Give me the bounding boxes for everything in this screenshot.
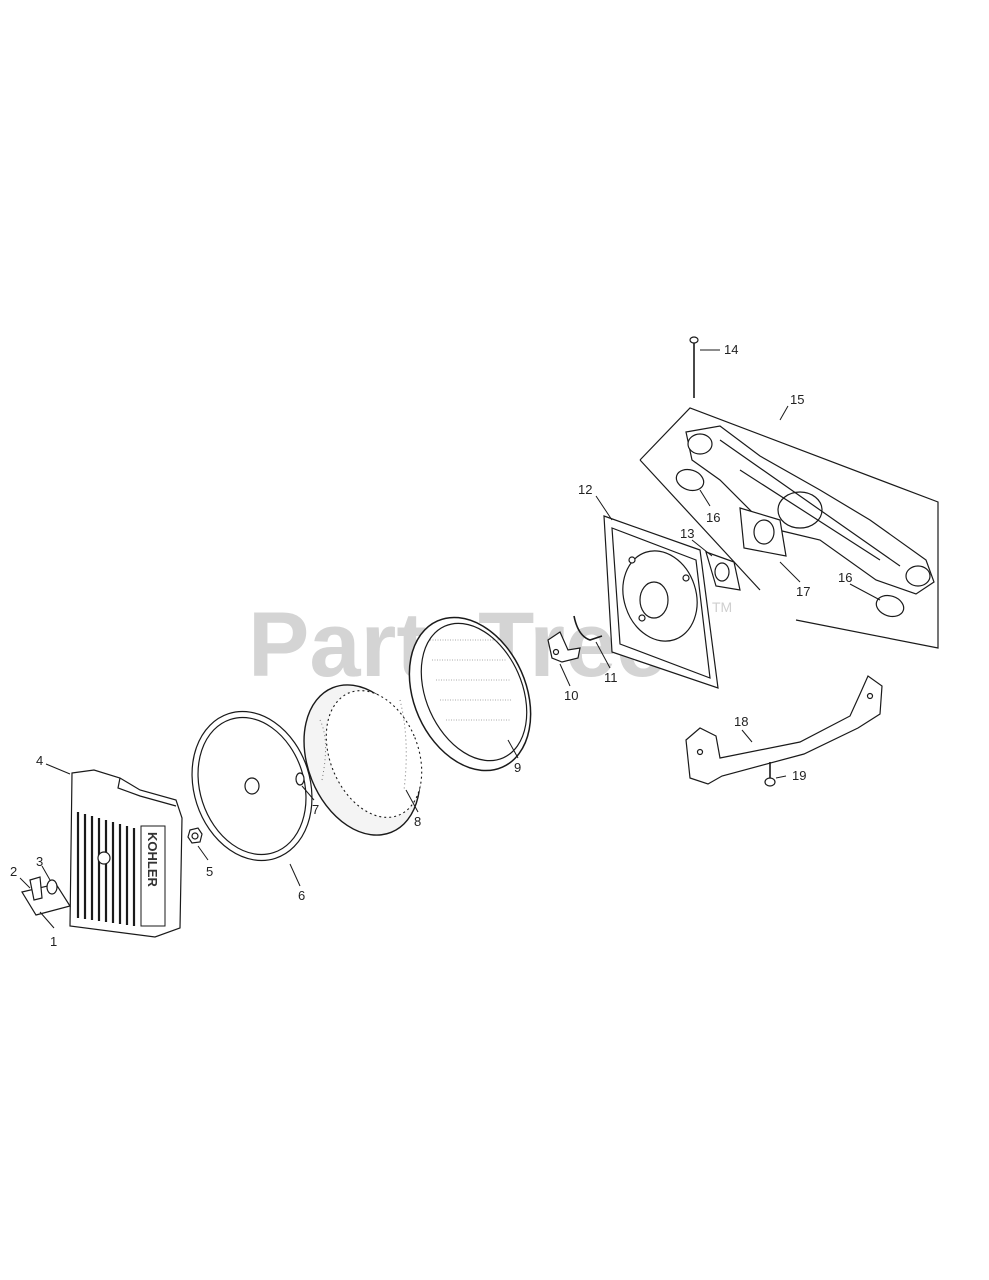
part-16-o-ring-lower[interactable]	[874, 592, 907, 620]
part-1-knob-assembly[interactable]	[21, 876, 71, 916]
part-14-bolt[interactable]	[689, 336, 699, 398]
part-8-precleaner[interactable]	[283, 667, 442, 852]
part-18-bracket[interactable]	[685, 675, 883, 785]
part-10-bracket[interactable]	[547, 631, 581, 663]
callout-10: 10	[564, 688, 578, 703]
part-16-o-ring-upper[interactable]	[674, 466, 707, 494]
callout-16-upper: 16	[706, 510, 720, 525]
callout-13: 13	[680, 526, 694, 541]
part-11-clip[interactable]	[573, 615, 603, 641]
callout-18: 18	[734, 714, 748, 729]
part-9-filter-element[interactable]	[386, 598, 553, 790]
callout-4: 4	[36, 753, 43, 768]
part-15-intake-manifold[interactable]	[639, 407, 939, 649]
callout-15: 15	[790, 392, 804, 407]
callout-8: 8	[414, 814, 421, 829]
part-7-seal[interactable]	[295, 772, 305, 786]
callout-7: 7	[312, 802, 319, 817]
callout-1: 1	[50, 934, 57, 949]
callout-12: 12	[578, 482, 592, 497]
part-13-gasket[interactable]	[705, 551, 741, 591]
callout-19: 19	[792, 768, 806, 783]
callout-17: 17	[796, 584, 810, 599]
part-17-gasket[interactable]	[739, 507, 787, 557]
callout-11: 11	[604, 670, 618, 685]
kohler-logo: KOHLER	[145, 832, 160, 888]
callout-5: 5	[206, 864, 213, 879]
part-6-element-cover[interactable]	[173, 696, 330, 876]
callout-6: 6	[298, 888, 305, 903]
callout-2: 2	[10, 864, 17, 879]
callout-14: 14	[724, 342, 738, 357]
part-19-screw[interactable]	[764, 762, 776, 787]
leader-lines	[19, 349, 881, 929]
callout-16-lower: 16	[838, 570, 852, 585]
part-4-cover[interactable]: KOHLER	[69, 769, 183, 938]
watermark-trademark: TM	[712, 599, 732, 615]
part-12-base-plate[interactable]	[603, 515, 719, 689]
callout-9: 9	[514, 760, 521, 775]
part-5-wing-nut[interactable]	[187, 827, 203, 844]
callout-3: 3	[36, 854, 43, 869]
